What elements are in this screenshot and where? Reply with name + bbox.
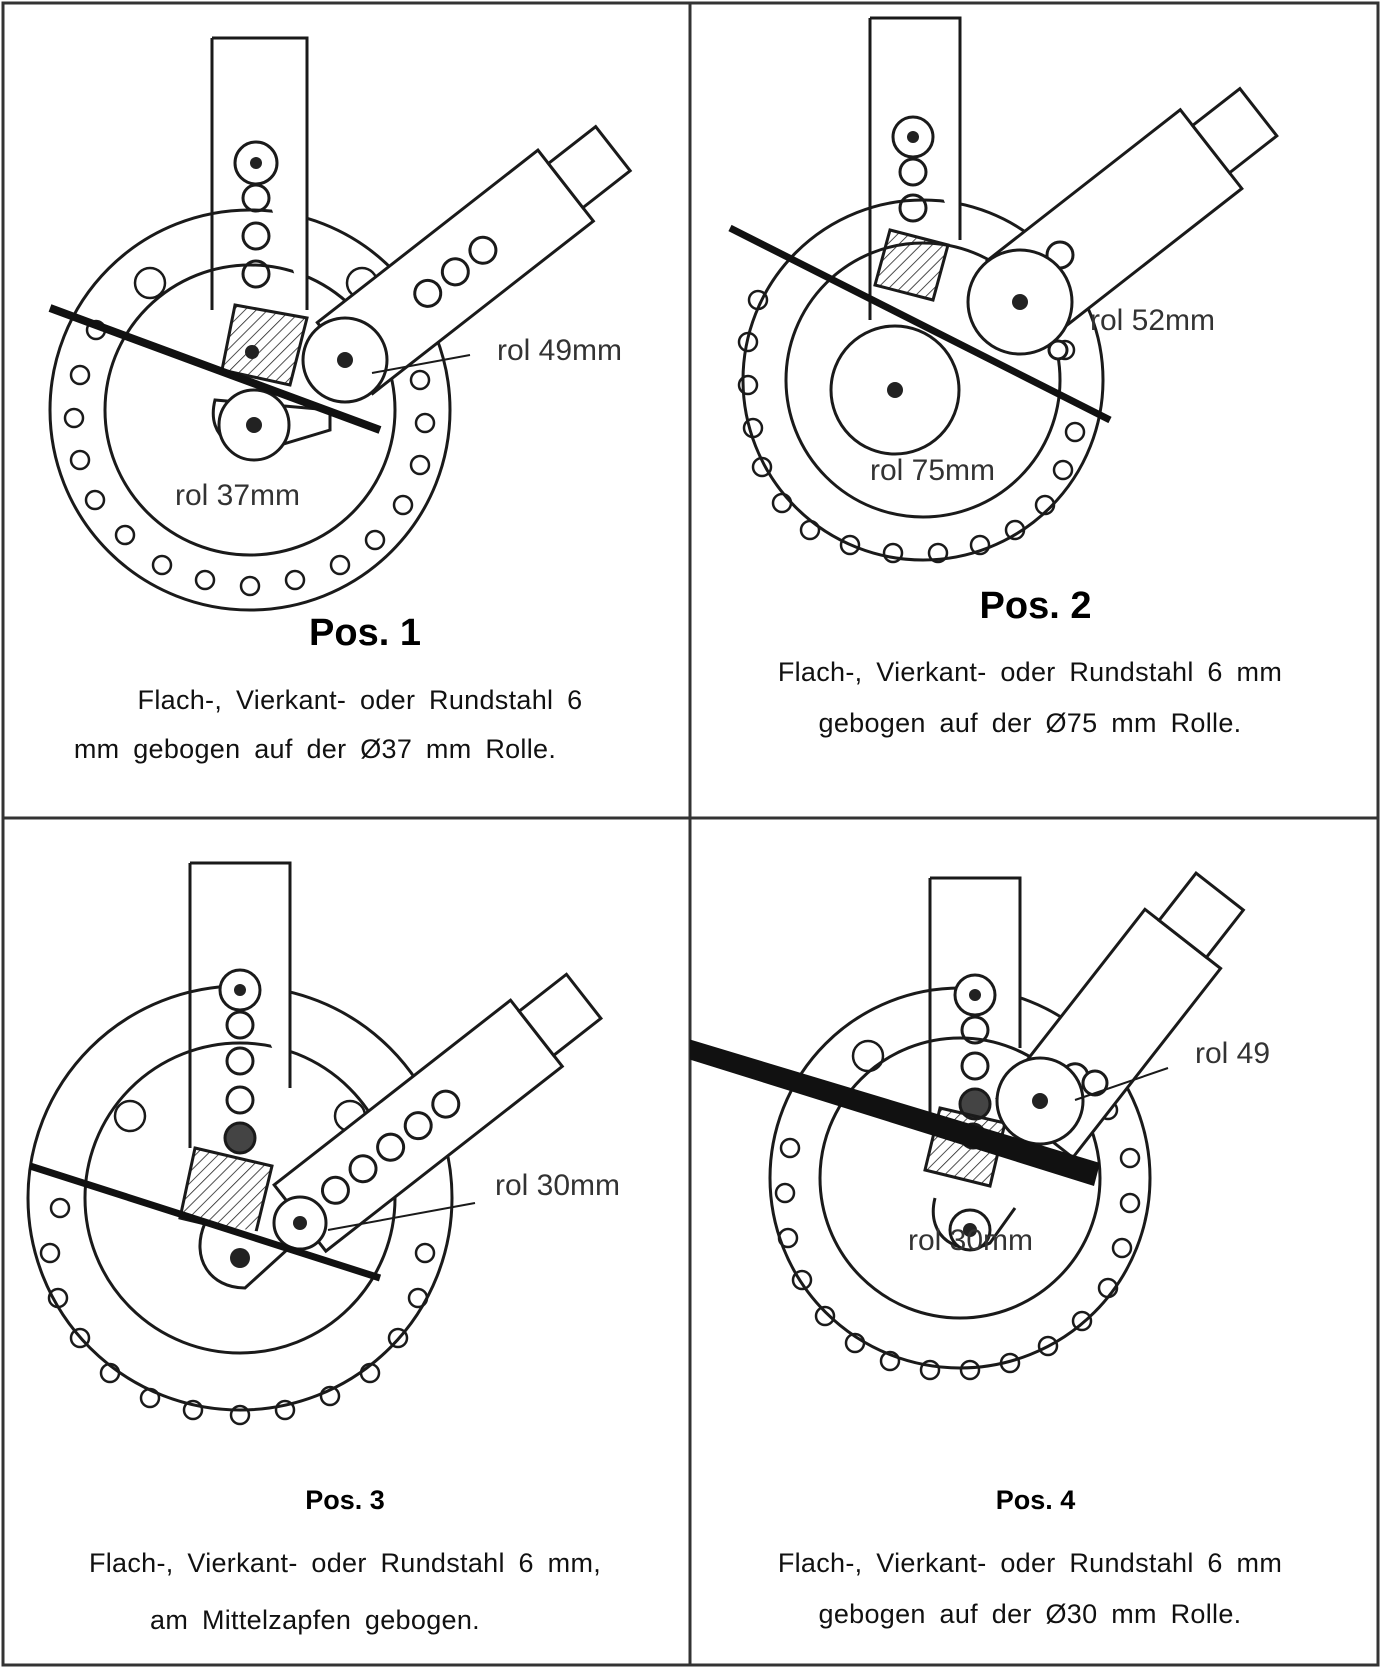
panel-pos-2: rol 52mm rol 75mm Pos. 2 Flach-, Vierkan… — [690, 0, 1381, 818]
position-title: Pos. 3 — [305, 1485, 385, 1515]
roller-label-30: rol 30mm — [495, 1169, 620, 1202]
roller-label-49: rol 49 — [1195, 1037, 1270, 1070]
roller-label-30: rol 30mm — [908, 1224, 1033, 1257]
roller-label-75: rol 75mm — [870, 454, 995, 487]
panel-pos-3: rol 30mm Pos. 3 Flach-, Vierkant- oder R… — [0, 818, 690, 1668]
position-title: Pos. 2 — [979, 585, 1092, 627]
roller-label-37: rol 37mm — [175, 479, 300, 512]
position-title: Pos. 4 — [995, 1485, 1076, 1515]
panel-pos-1: rol 49mm rol 37mm Pos. 1 Flach-, Vierkan… — [0, 0, 690, 818]
bending-diagram-pos-3: rol 30mm — [26, 861, 620, 1426]
caption-line-2: mm gebogen auf der Ø37 mm Rolle. — [73, 734, 557, 764]
position-title: Pos. 1 — [309, 612, 421, 654]
caption: Flach-, Vierkant- oder Rundstahl 6 mm ge… — [700, 1548, 1360, 1630]
bending-diagram-pos-4: rol 49 rol 30mm — [690, 871, 1270, 1381]
bending-diagram-pos-1: rol 49mm rol 37mm — [48, 36, 633, 612]
caption-line-1: Flach-, Vierkant- oder Rundstahl 6 — [137, 685, 583, 715]
panel-pos-4: rol 49 rol 30mm Pos. 4 Flach-, Vierkant-… — [690, 818, 1381, 1668]
roller-label-52: rol 52mm — [1090, 304, 1215, 337]
caption-line-2: gebogen auf der Ø30 mm Rolle. — [818, 1599, 1242, 1629]
caption-line-1: Flach-, Vierkant- oder Rundstahl 6 mm — [777, 1548, 1283, 1578]
caption-line-1: Flach-, Vierkant- oder Rundstahl 6 mm, — [88, 1548, 602, 1578]
caption-line-2: am Mittelzapfen gebogen. — [150, 1605, 480, 1635]
bending-diagram-pos-2: rol 52mm rol 75mm — [728, 16, 1279, 564]
caption: Flach-, Vierkant- oder Rundstahl 6 mm ge… — [30, 685, 670, 765]
caption-line-1: Flach-, Vierkant- oder Rundstahl 6 mm — [777, 657, 1283, 687]
caption: Flach-, Vierkant- oder Rundstahl 6 mm, a… — [20, 1548, 670, 1636]
roller-label-49: rol 49mm — [497, 334, 622, 367]
caption: Flach-, Vierkant- oder Rundstahl 6 mm ge… — [700, 657, 1360, 739]
caption-line-2: gebogen auf der Ø75 mm Rolle. — [818, 708, 1242, 738]
